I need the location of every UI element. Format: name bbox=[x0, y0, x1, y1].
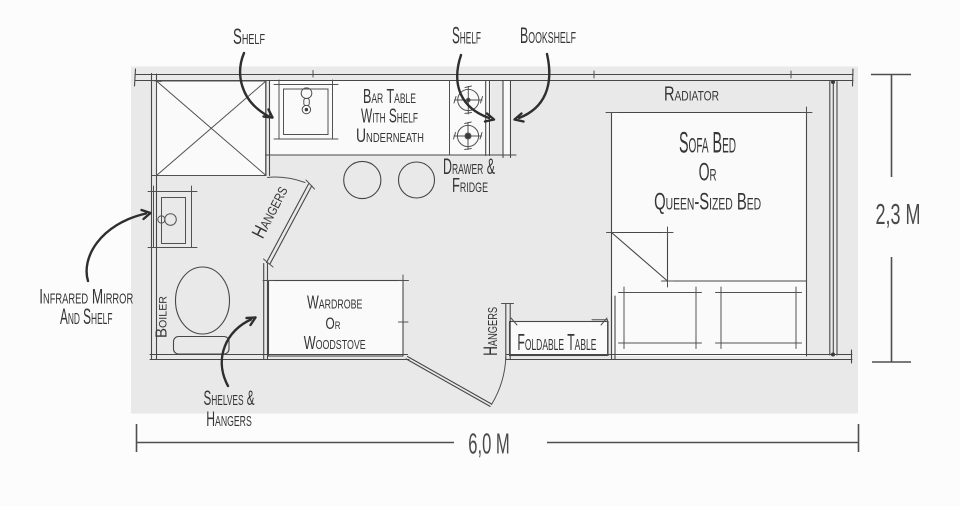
svg-text:Radiator: Radiator bbox=[664, 84, 719, 106]
svg-text:Wardrobe: Wardrobe bbox=[307, 292, 363, 313]
svg-text:6,0 M: 6,0 M bbox=[468, 429, 510, 461]
svg-text:Shelf: Shelf bbox=[233, 24, 265, 49]
svg-text:Or: Or bbox=[699, 160, 717, 187]
svg-text:With Shelf: With Shelf bbox=[361, 106, 418, 128]
svg-text:Woodstove: Woodstove bbox=[304, 332, 366, 353]
svg-text:2,3 M: 2,3 M bbox=[876, 199, 921, 231]
svg-text:Drawer &: Drawer & bbox=[443, 154, 495, 179]
svg-text:Bookshelf: Bookshelf bbox=[520, 23, 576, 48]
svg-text:Shelf: Shelf bbox=[452, 23, 481, 50]
svg-text:Underneath: Underneath bbox=[356, 126, 424, 147]
svg-text:Or: Or bbox=[326, 315, 341, 333]
svg-text:Shelves &: Shelves & bbox=[204, 387, 255, 410]
svg-text:And Shelf: And Shelf bbox=[60, 304, 113, 329]
svg-text:Bar Table: Bar Table bbox=[363, 85, 416, 108]
svg-text:Hangers: Hangers bbox=[206, 408, 252, 431]
svg-text:Fridge: Fridge bbox=[452, 174, 488, 197]
svg-text:Queen-Sized Bed: Queen-Sized Bed bbox=[654, 189, 761, 216]
svg-text:Foldable Table: Foldable Table bbox=[517, 329, 596, 355]
svg-text:Hangers: Hangers bbox=[481, 307, 502, 356]
svg-text:Boiler: Boiler bbox=[154, 296, 171, 338]
svg-text:Sofa Bed: Sofa Bed bbox=[679, 127, 736, 160]
svg-text:Infrared Mirror: Infrared Mirror bbox=[39, 283, 133, 308]
